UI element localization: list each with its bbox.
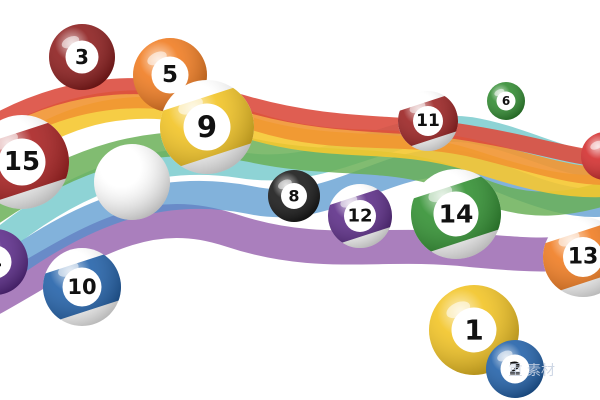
ball-4-shading <box>0 229 28 295</box>
ball-10-number: 10 <box>67 275 96 299</box>
ball-2: 2 <box>486 340 544 398</box>
ball-14-number-disc <box>433 191 479 237</box>
ball-3-number-disc <box>65 40 99 74</box>
ball-15-number: 15 <box>4 147 40 177</box>
ball-5-highlight <box>147 51 167 66</box>
cue-ball-shading <box>94 144 170 220</box>
ball-15-highlight <box>0 132 18 150</box>
ball-6-number: 6 <box>502 94 510 108</box>
ball-9-number: 9 <box>197 110 217 144</box>
ball-9-highlight <box>178 97 203 115</box>
ball-14-number: 14 <box>439 200 474 229</box>
ball-12-number: 12 <box>347 206 372 227</box>
ball-8-highlight <box>278 179 292 190</box>
ribbon-purple <box>0 204 600 314</box>
ball-9: 9 <box>153 80 261 174</box>
ball-3-number: 3 <box>75 45 89 69</box>
ball-11: 11 <box>393 91 463 151</box>
ball-5-number: 5 <box>162 62 178 88</box>
ball-15: 15 <box>0 115 76 209</box>
ball-2-highlight <box>497 350 513 362</box>
ball-11-number-disc <box>413 106 443 136</box>
ball-6: 6 <box>487 82 525 120</box>
ball-13: 13 <box>537 217 600 297</box>
ribbon-orange <box>0 90 600 185</box>
ball-15-number-disc <box>0 138 46 186</box>
ball-14-highlight <box>428 185 453 203</box>
ball-10: 10 <box>37 248 127 326</box>
ball-8-number: 8 <box>288 187 299 206</box>
ball-12: 12 <box>323 184 397 248</box>
ball-6-highlight <box>494 88 505 97</box>
ball-1-number: 1 <box>464 314 483 347</box>
ball-2-number-disc <box>500 354 530 384</box>
ball-10-number-disc <box>62 267 102 307</box>
ball-8-number-disc <box>281 183 307 209</box>
ball-5-number-disc <box>151 56 189 94</box>
ball-13-number-disc <box>563 237 600 277</box>
ball-1-highlight <box>446 301 471 319</box>
ribbon-green <box>0 131 600 223</box>
cue-ball-highlight <box>108 157 129 173</box>
ball-12-highlight <box>340 195 358 208</box>
ball-10-highlight <box>58 262 79 277</box>
ball-1-number-disc <box>451 307 497 353</box>
ball-9-number-disc <box>183 103 231 151</box>
ball-4: 4 <box>0 229 28 295</box>
ball-2-number: 2 <box>509 359 522 380</box>
ribbon-red <box>0 78 600 167</box>
ball-3-highlight <box>61 35 80 49</box>
ball-3: 3 <box>49 24 115 90</box>
ball-4-number: 4 <box>0 250 2 274</box>
balls-layer: 35915812116141041312 <box>0 24 600 398</box>
ball-8: 8 <box>268 170 320 222</box>
ball-11-highlight <box>409 101 426 114</box>
ball-14: 14 <box>404 169 508 259</box>
ball-6-number-disc <box>496 91 516 111</box>
ball-12-number-disc <box>344 200 376 232</box>
ball-13-highlight <box>558 231 580 247</box>
ball-11-number: 11 <box>416 111 440 131</box>
ball-4-number-disc <box>0 246 12 278</box>
cue-ball <box>94 144 170 220</box>
ball-13-number: 13 <box>568 245 599 270</box>
watermark-text: 重 素材 <box>509 363 555 379</box>
